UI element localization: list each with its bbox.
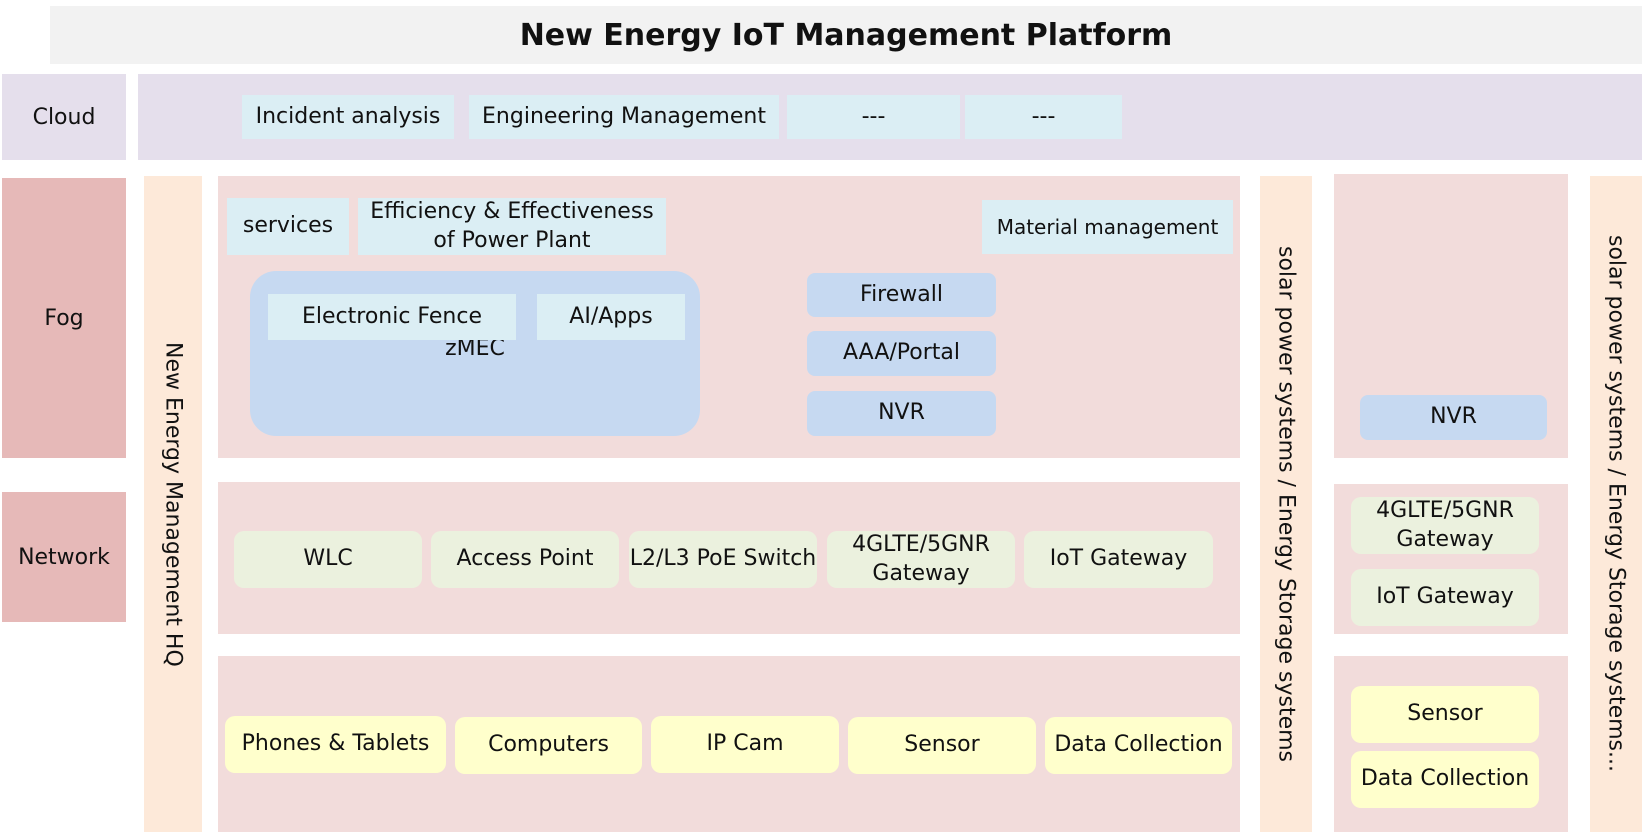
iot-gateway-box: IoT Gateway: [1024, 531, 1213, 588]
cloud-item-placeholder-1: ---: [787, 95, 960, 139]
cloud-item-placeholder-2: ---: [965, 95, 1122, 139]
iot-gateway-box-site2: IoT Gateway: [1351, 569, 1539, 626]
page-title: New Energy IoT Management Platform: [50, 6, 1642, 64]
material-management-box: Material management: [982, 200, 1233, 254]
poe-switch-box: L2/L3 PoE Switch: [629, 531, 817, 588]
layer-label-cloud: Cloud: [2, 74, 126, 160]
cloud-item-engineering-management: Engineering Management: [469, 95, 779, 139]
lte-5g-gateway-box: 4GLTE/5GNR Gateway: [827, 531, 1015, 588]
site1-column: solar power systems / Energy Storage sys…: [1260, 176, 1312, 832]
aaa-portal-box: AAA/Portal: [807, 331, 996, 376]
cloud-item-incident-analysis: Incident analysis: [242, 95, 454, 139]
sensor-box-hq: Sensor: [848, 717, 1036, 774]
data-collection-box-site2: Data Collection: [1351, 751, 1539, 808]
services-box: services: [227, 198, 349, 255]
ip-cam-box: IP Cam: [651, 716, 839, 773]
phones-tablets-box: Phones & Tablets: [225, 716, 446, 773]
site2-column: solar power systems / Energy Storage sys…: [1590, 176, 1642, 832]
sensor-box-site2: Sensor: [1351, 686, 1539, 743]
layer-label-network: Network: [2, 492, 126, 622]
hq-column: New Energy Management HQ: [144, 176, 202, 832]
site1-label: solar power systems / Energy Storage sys…: [1273, 245, 1299, 763]
lte-5g-gateway-box-site2: 4GLTE/5GNR Gateway: [1351, 497, 1539, 554]
site2-label: solar power systems / Energy Storage sys…: [1603, 235, 1629, 773]
layer-label-fog: Fog: [2, 178, 126, 458]
efficiency-box: Efficiency & Effectiveness of Power Plan…: [358, 198, 666, 255]
electronic-fence-box: Electronic Fence: [268, 294, 516, 340]
nvr-box-hq: NVR: [807, 391, 996, 436]
firewall-box: Firewall: [807, 273, 996, 317]
nvr-box-site2: NVR: [1360, 395, 1547, 440]
access-point-box: Access Point: [431, 531, 619, 588]
wlc-box: WLC: [234, 531, 422, 588]
computers-box: Computers: [455, 717, 642, 774]
ai-apps-box: AI/Apps: [537, 294, 685, 340]
hq-label: New Energy Management HQ: [160, 341, 186, 667]
data-collection-box-hq: Data Collection: [1045, 717, 1232, 774]
